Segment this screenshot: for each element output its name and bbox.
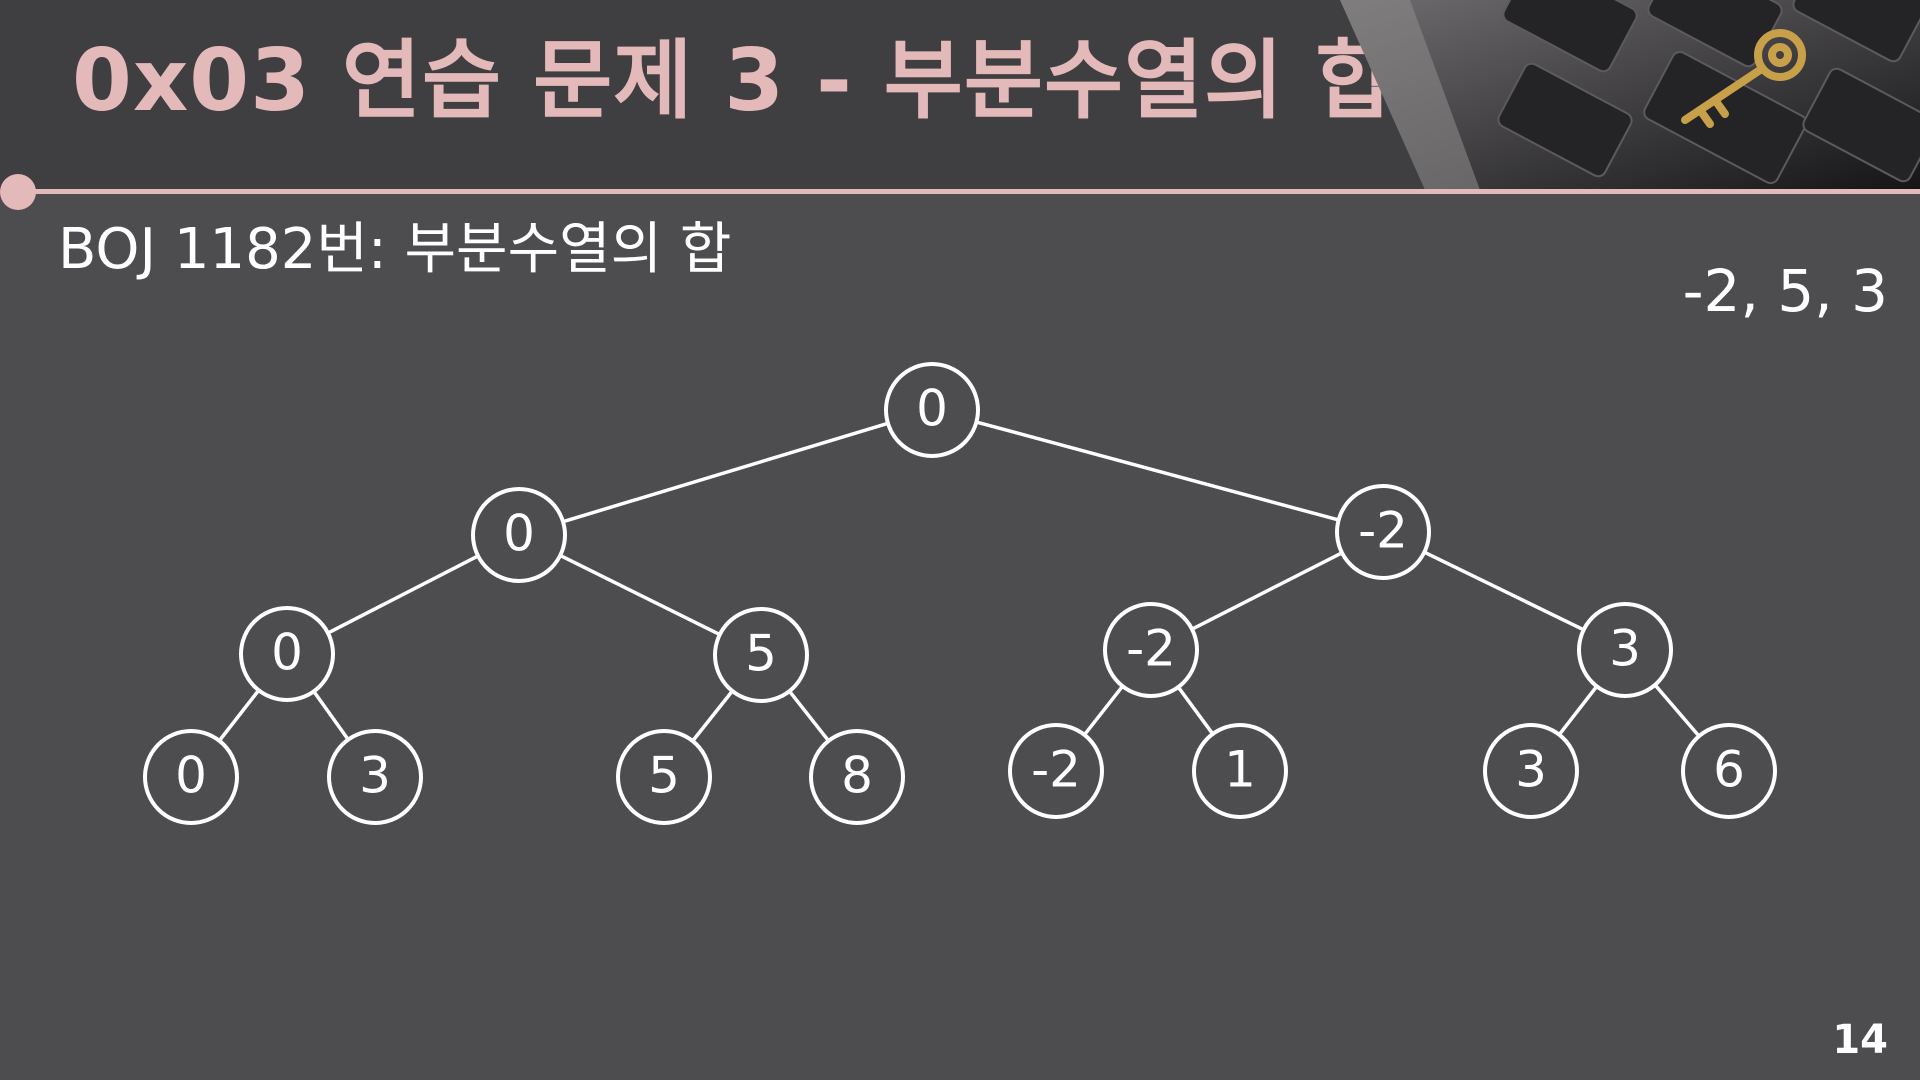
title-divider — [18, 189, 1920, 194]
tree-node-label: -2 — [1031, 741, 1081, 799]
tree-node-label: 0 — [503, 505, 535, 563]
tree-node-label: -2 — [1126, 620, 1176, 678]
tree-node-label: 0 — [271, 624, 303, 682]
tree-edge — [327, 554, 479, 635]
tree-node: 0 — [143, 729, 239, 825]
tree-edge — [312, 690, 350, 741]
slide-title: 0x03 연습 문제 3 - 부분수열의 합 — [72, 31, 1396, 131]
tree-node-label: -2 — [1358, 502, 1408, 560]
tree-node-circle — [143, 729, 239, 825]
tree-node: 1 — [1192, 723, 1288, 819]
tree-node: 3 — [1577, 602, 1673, 698]
tree-node-circle — [809, 729, 905, 825]
tree-edge — [217, 689, 261, 742]
tree-node-circle — [1192, 723, 1288, 819]
tree-node-circle — [713, 607, 809, 703]
tree-node-label: 8 — [841, 747, 873, 805]
tree-node: 8 — [809, 729, 905, 825]
problem-subtitle: BOJ 1182번: 부분수열의 합 — [58, 217, 732, 282]
tree-node-circle — [327, 729, 423, 825]
tree-node: 0 — [471, 487, 567, 583]
tree-node: -2 — [1335, 484, 1431, 580]
tree-edge — [975, 420, 1340, 522]
divider-dot — [0, 174, 36, 210]
tree-node-label: 5 — [648, 747, 680, 805]
tree-edge — [1653, 683, 1701, 738]
tree-edge — [559, 553, 721, 637]
page-number: 14 — [1832, 1017, 1888, 1063]
tree-node-label: 0 — [916, 380, 948, 438]
tree-node-label: 3 — [359, 747, 391, 805]
tree-node-circle — [884, 362, 980, 458]
tree-node-circle — [1103, 602, 1199, 698]
keyboard-key-photo — [1340, 0, 1920, 190]
tree-node: 0 — [884, 362, 980, 458]
tree-node-circle — [1335, 484, 1431, 580]
tree-node: 0 — [239, 606, 335, 702]
golden-key-icon — [1681, 29, 1806, 128]
tree-node-circle — [1483, 723, 1579, 819]
tree-node-circle — [1681, 723, 1777, 819]
tree-edge — [691, 689, 734, 743]
tree-node: 6 — [1681, 723, 1777, 819]
tree-node-label: 3 — [1515, 741, 1547, 799]
tree-edge — [788, 690, 830, 742]
tree-node-circle — [471, 487, 567, 583]
tree-edge — [1083, 685, 1124, 736]
tree-edge — [1423, 550, 1585, 632]
tree-edge — [562, 421, 889, 524]
tree-node-label: 3 — [1609, 620, 1641, 678]
tree-node: 3 — [1483, 723, 1579, 819]
tree-edge — [1176, 686, 1215, 735]
tree-node-circle — [239, 606, 335, 702]
input-sequence: -2, 5, 3 — [1682, 257, 1888, 325]
tree-node-label: 6 — [1713, 741, 1745, 799]
tree-edge — [1191, 551, 1343, 631]
tree-node: 3 — [327, 729, 423, 825]
tree-node-label: 1 — [1224, 741, 1256, 799]
tree-node: -2 — [1103, 602, 1199, 698]
tree-node-circle — [616, 729, 712, 825]
tree-node: 5 — [713, 607, 809, 703]
tree-node-label: 5 — [745, 625, 777, 683]
tree-node: -2 — [1008, 723, 1104, 819]
tree-node: 5 — [616, 729, 712, 825]
tree-node-label: 0 — [175, 747, 207, 805]
tree-edge — [1557, 685, 1599, 736]
tree-node-circle — [1008, 723, 1104, 819]
tree-node-circle — [1577, 602, 1673, 698]
